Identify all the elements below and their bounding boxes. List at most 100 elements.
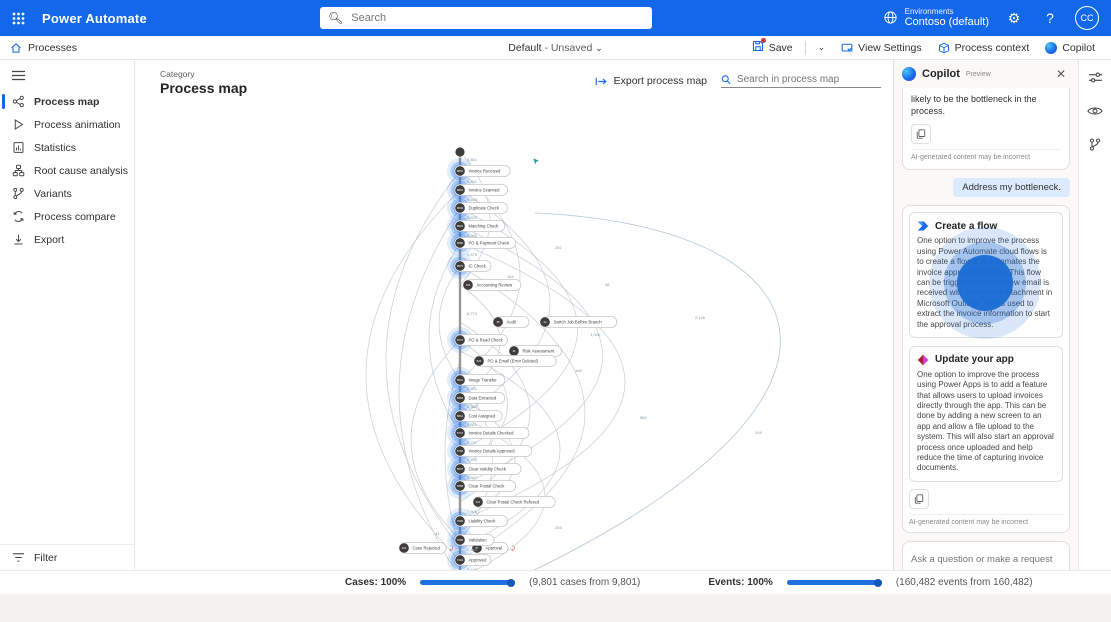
update-app-card[interactable]: Update your app One option to improve th… xyxy=(909,345,1063,482)
filter-button[interactable]: Filter xyxy=(0,544,134,570)
svg-text:Liability Check: Liability Check xyxy=(469,519,497,524)
app-launcher-icon[interactable] xyxy=(0,0,36,36)
svg-text:Matching Check: Matching Check xyxy=(469,224,500,229)
svg-text:Invoice Details Checked: Invoice Details Checked xyxy=(469,431,515,436)
environments-icon xyxy=(884,11,897,25)
map-search-icon xyxy=(721,75,731,85)
svg-text:Accounting Review: Accounting Review xyxy=(477,283,514,288)
copilot-message-text: likely to be the bottleneck in the proce… xyxy=(911,94,1037,116)
visibility-icon[interactable] xyxy=(1087,105,1103,117)
sidebar-item-process-animation[interactable]: Process animation xyxy=(0,113,134,136)
global-search[interactable]: 🔍︎ xyxy=(320,7,652,29)
process-map-canvas: Category Process map Export process map … xyxy=(135,60,893,570)
sidebar-item-export[interactable]: Export xyxy=(0,228,134,251)
svg-text:IC Check: IC Check xyxy=(469,264,487,269)
svg-text:Duplicate Check: Duplicate Check xyxy=(469,206,500,211)
svg-text:9643: 9643 xyxy=(457,206,464,210)
sidebar-item-label: Root cause analysis xyxy=(34,164,128,177)
save-icon xyxy=(752,38,766,55)
svg-text:5,700: 5,700 xyxy=(467,457,478,462)
copilot-title: Copilot xyxy=(922,68,960,80)
svg-text:Data Extracted: Data Extracted xyxy=(469,396,497,401)
sidebar-item-process-compare[interactable]: Process compare xyxy=(0,205,134,228)
svg-text:7,444: 7,444 xyxy=(467,547,478,552)
help-icon[interactable]: ? xyxy=(1046,10,1054,26)
view-settings-icon xyxy=(841,43,853,52)
svg-text:5700: 5700 xyxy=(457,449,464,453)
copilot-input-box[interactable]: ▷ xyxy=(902,540,1070,570)
events-detail: (160,482 events from 160,482) xyxy=(895,577,1033,588)
cases-detail: (9,801 cases from 9,801) xyxy=(529,577,641,588)
update-app-title: Update your app xyxy=(935,354,1014,366)
view-name[interactable]: Default xyxy=(508,41,542,54)
svg-text:9,580: 9,580 xyxy=(467,233,478,238)
sidebar-item-process-map[interactable]: Process map xyxy=(0,90,134,113)
copilot-button[interactable]: Copilot xyxy=(1039,39,1101,57)
svg-text:Invoice Scanned: Invoice Scanned xyxy=(469,188,501,193)
sidebar-item-root-cause-analysis[interactable]: Root cause analysis xyxy=(0,159,134,182)
svg-text:9,643: 9,643 xyxy=(467,197,478,202)
copilot-response-card: Create a flow One option to improve the … xyxy=(902,205,1070,533)
environment-picker[interactable]: Environments Contoso (default) xyxy=(883,7,989,29)
breadcrumb[interactable]: Processes xyxy=(0,42,77,54)
process-context-button[interactable]: Process context xyxy=(932,39,1036,57)
svg-text:Invoice Details Approved: Invoice Details Approved xyxy=(469,449,516,454)
process-compare-icon xyxy=(13,211,24,222)
sidebar-item-statistics[interactable]: Statistics xyxy=(0,136,134,159)
map-search[interactable] xyxy=(721,74,881,88)
events-slider[interactable] xyxy=(786,578,882,587)
events-label: Events: 100% xyxy=(708,577,773,588)
save-split-chevron[interactable]: ⌄ xyxy=(817,42,826,52)
save-button[interactable]: Save xyxy=(746,37,799,58)
svg-text:57: 57 xyxy=(475,546,479,550)
svg-text:7444: 7444 xyxy=(457,558,464,562)
create-flow-body: One option to improve the process using … xyxy=(917,236,1053,329)
export-process-map-button[interactable]: Export process map xyxy=(595,75,707,87)
close-icon[interactable]: ✕ xyxy=(1055,67,1066,81)
update-app-body: One option to improve the process using … xyxy=(917,369,1054,473)
cases-slider[interactable] xyxy=(420,578,516,587)
svg-text:5883: 5883 xyxy=(457,396,464,400)
copy-icon[interactable] xyxy=(909,488,929,509)
address-bottleneck-button[interactable]: Address my bottleneck. xyxy=(953,178,1070,198)
svg-text:41: 41 xyxy=(435,531,440,536)
svg-text:9,622: 9,622 xyxy=(467,215,478,220)
sidebar-item-variants[interactable]: Variants xyxy=(0,182,134,205)
nav-collapse-icon[interactable] xyxy=(0,60,134,90)
sidebar-item-label: Variants xyxy=(34,187,72,200)
branch-layout-icon[interactable] xyxy=(1088,137,1102,152)
svg-text:164: 164 xyxy=(402,546,407,550)
search-icon: 🔍︎ xyxy=(328,11,344,25)
map-tools-strip xyxy=(1078,60,1111,570)
copilot-message-card: likely to be the bottleneck in the proce… xyxy=(902,88,1070,171)
map-display-options-icon[interactable] xyxy=(1088,70,1103,85)
sidebar-item-label: Export xyxy=(34,233,65,246)
settings-gear-icon[interactable]: ⚙ xyxy=(1007,9,1021,26)
create-flow-card[interactable]: Create a flow One option to improve the … xyxy=(909,212,1063,338)
avatar[interactable]: CC xyxy=(1075,6,1099,30)
copilot-icon xyxy=(1045,41,1058,54)
svg-text:5,883: 5,883 xyxy=(467,404,478,409)
svg-text:38: 38 xyxy=(496,320,500,324)
svg-text:22: 22 xyxy=(543,320,547,324)
global-search-input[interactable] xyxy=(351,12,644,24)
chevron-down-icon[interactable]: ⌄ xyxy=(595,42,603,53)
map-search-input[interactable] xyxy=(736,74,881,85)
export-map-label: Export process map xyxy=(613,75,707,87)
divider xyxy=(804,40,806,55)
copilot-question-input[interactable] xyxy=(911,553,1061,565)
svg-text:8774: 8774 xyxy=(457,338,464,342)
category-label: Category xyxy=(160,69,195,79)
filter-icon xyxy=(12,553,25,562)
export-icon xyxy=(14,234,23,245)
process-map-icon xyxy=(12,95,24,108)
svg-text:Invoice Received: Invoice Received xyxy=(469,169,502,174)
view-state: - Unsaved xyxy=(544,41,593,54)
copy-icon[interactable] xyxy=(911,124,931,145)
svg-text:164: 164 xyxy=(507,274,514,279)
svg-text:7,506: 7,506 xyxy=(467,509,478,514)
view-settings-button[interactable]: View Settings xyxy=(835,39,927,57)
svg-text:38: 38 xyxy=(605,282,610,287)
